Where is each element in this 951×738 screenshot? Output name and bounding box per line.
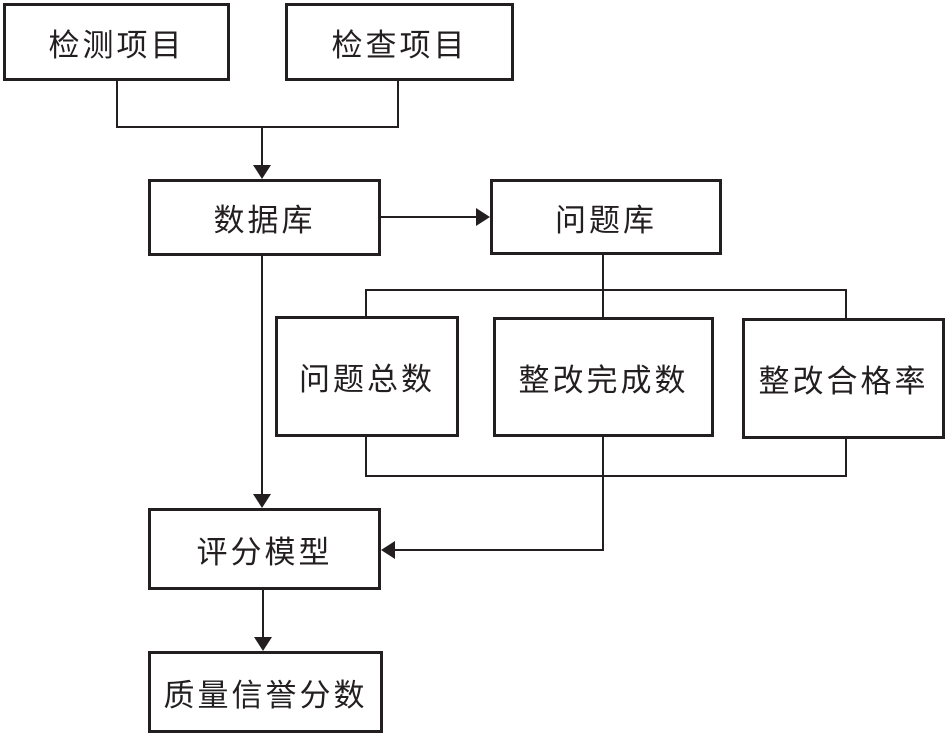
connector-detection-down [116,81,118,128]
connector-bracket-right-drop [845,289,847,318]
node-rectification-pass-rate: 整改合格率 [742,318,945,439]
connector-merge-horizontal [116,126,399,128]
node-detection-items: 检测项目 [3,3,230,81]
node-scoring-model-label: 评分模型 [196,534,333,570]
node-rectification-completed: 整改完成数 [493,317,714,437]
connector-merge-drop [261,126,263,166]
connector-database-to-problem-library [381,216,477,218]
node-database: 数据库 [148,179,381,256]
connector-database-to-scoring-model [261,256,263,495]
connector-inspection-down [397,81,399,128]
node-quality-reputation-score: 质量信誉分数 [148,651,383,733]
node-scoring-model: 评分模型 [148,508,381,590]
connector-to-scoring-model-horizontal [395,549,604,551]
node-detection-items-label: 检测项目 [48,27,185,63]
connector-bracket-horizontal [365,289,847,291]
connector-problem-total-down [365,437,367,477]
node-rectification-completed-label: 整改完成数 [518,362,689,398]
connector-rectification-completed-down [602,437,604,551]
arrowhead-into-scoring-model-top [253,494,271,508]
connector-bracket-left-drop [365,289,367,316]
arrowhead-into-problem-library [476,208,490,226]
arrowhead-into-database [253,165,271,179]
arrowhead-into-scoring-model-right [381,541,395,559]
node-problem-total-label: 问题总数 [299,362,435,397]
node-problem-library-label: 问题库 [555,202,657,238]
node-problem-total: 问题总数 [275,316,459,437]
node-rectification-pass-rate-label: 整改合格率 [758,364,929,399]
connector-scoring-model-down [262,590,264,638]
node-problem-library: 问题库 [490,179,722,255]
connector-converge-horizontal [365,475,847,477]
node-quality-reputation-score-label: 质量信誉分数 [163,677,368,713]
arrowhead-into-quality-reputation-score [254,637,272,651]
node-database-label: 数据库 [213,203,316,238]
connector-rectification-pass-rate-down [845,439,847,477]
node-inspection-items-label: 检查项目 [331,27,468,63]
node-inspection-items: 检查项目 [285,3,514,81]
connector-problem-library-down [602,255,604,317]
